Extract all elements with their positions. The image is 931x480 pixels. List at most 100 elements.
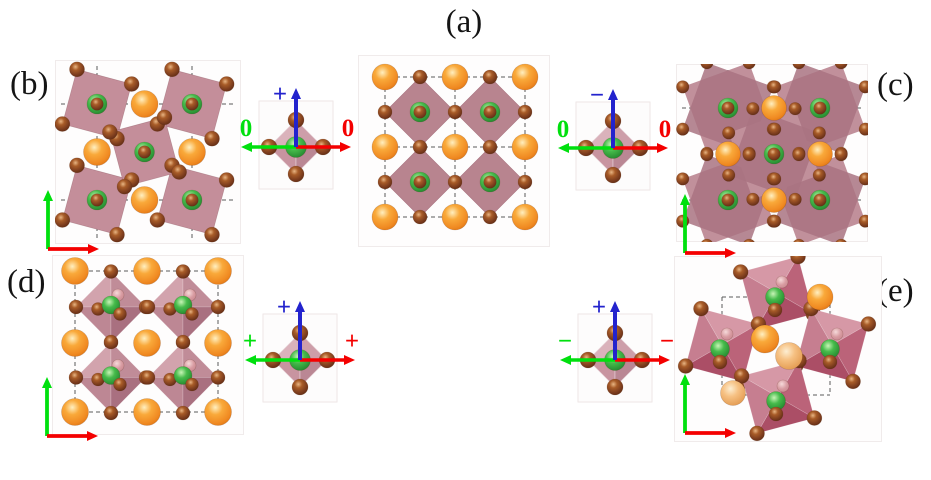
octahedron-facet [795, 307, 833, 367]
structure-panel-c [676, 64, 868, 242]
brown-atom [482, 139, 498, 155]
octahedron-facet [721, 323, 759, 383]
brown-atom [412, 209, 428, 225]
brown-atom [712, 354, 728, 370]
brown-atom [171, 164, 187, 180]
brown-atom [90, 97, 104, 111]
brown-atom [768, 122, 782, 136]
brown-atom [858, 172, 868, 186]
axis-arrow-head [295, 301, 305, 312]
panel-label-b: (b) [10, 66, 49, 102]
orange-atom [204, 398, 232, 426]
brown-atom [140, 299, 156, 315]
brown-atom [746, 192, 760, 206]
brown-atom [792, 64, 806, 70]
brown-atom [140, 370, 156, 385]
orangePale-atom [775, 342, 803, 370]
brown-atom [149, 212, 166, 228]
orange-atom [511, 133, 539, 161]
orange-atom [133, 398, 161, 426]
blue-axis-sign-c: − [589, 82, 605, 109]
brown-atom [156, 109, 173, 126]
brown-atom [210, 299, 226, 315]
red-axis-sign-d: + [344, 328, 360, 355]
octahedron-facet [740, 271, 778, 331]
axis-arrow-head [608, 89, 618, 100]
brown-atom [483, 175, 497, 189]
brown-atom [813, 101, 827, 115]
brown-atom [113, 307, 127, 321]
brown-atom [793, 238, 805, 242]
brown-atom [55, 116, 71, 132]
octahedron-facet [741, 375, 779, 435]
red-axis-sign-e: − [659, 328, 675, 355]
brown-atom [482, 209, 498, 225]
orange-atom [750, 324, 780, 354]
octahedron-facet [740, 360, 800, 398]
octahedron-facet [776, 256, 814, 315]
brown-atom [412, 139, 428, 155]
orange-atom [204, 257, 232, 285]
axis-arrow-head [610, 301, 620, 312]
brown-atom [116, 178, 133, 195]
brown-atom [812, 126, 826, 140]
panel-label-d: (d) [7, 264, 46, 300]
brown-atom [517, 104, 533, 120]
brown-atom [604, 166, 622, 184]
green-axis-sign-d: + [242, 328, 258, 355]
axis-arrow-head [88, 244, 99, 254]
axis-arrow-head [680, 374, 690, 385]
octahedron-facet [777, 359, 815, 419]
brown-atom [700, 64, 714, 70]
orange-atom [371, 63, 399, 91]
orange-atom [61, 398, 89, 426]
structure-panel-d [52, 255, 244, 435]
axis-arrow-head [42, 377, 52, 388]
rotation-mode-icon-b [241, 88, 351, 190]
blue-axis-sign-d: + [276, 294, 292, 321]
pink-atom [830, 327, 844, 341]
brown-atom [137, 145, 152, 159]
brown-atom [413, 105, 427, 119]
brown-atom [175, 264, 191, 279]
brown-atom [701, 238, 713, 242]
axes-panel-c [680, 194, 736, 258]
orange-atom [441, 133, 469, 161]
brown-atom [69, 157, 85, 174]
brown-atom [185, 307, 199, 321]
brown-atom [68, 370, 84, 385]
orange-atom [371, 203, 399, 231]
orange-atom [371, 133, 399, 161]
brown-atom [69, 61, 85, 78]
axis-arrow-head [87, 431, 98, 441]
brown-atom [377, 104, 393, 120]
octahedron-facet [810, 308, 870, 346]
brown-atom [676, 80, 690, 94]
axis-arrow-head [725, 428, 736, 438]
brown-atom [834, 148, 848, 162]
brown-atom [175, 405, 191, 421]
brown-atom [204, 226, 220, 243]
brown-atom [858, 214, 868, 228]
brown-atom [109, 226, 125, 243]
brown-atom [790, 256, 806, 265]
brown-atom [517, 174, 533, 190]
octahedron-facet [685, 307, 723, 367]
rotation-mode-icon-e [560, 301, 670, 403]
brown-atom [676, 172, 690, 186]
axis-arrow-head [291, 88, 301, 99]
brown-atom [733, 368, 750, 384]
axis-arrow-head [725, 248, 736, 258]
axis-arrow-head [344, 355, 355, 365]
brown-atom [742, 148, 756, 162]
brown-atom [732, 264, 749, 280]
brown-atom [792, 148, 806, 162]
brown-atom [768, 214, 782, 228]
brown-atom [185, 377, 199, 392]
orange-atom [441, 203, 469, 231]
orange-atom [61, 257, 89, 285]
brown-atom [90, 193, 104, 207]
brown-atom [742, 64, 756, 70]
orange-atom [761, 187, 787, 213]
